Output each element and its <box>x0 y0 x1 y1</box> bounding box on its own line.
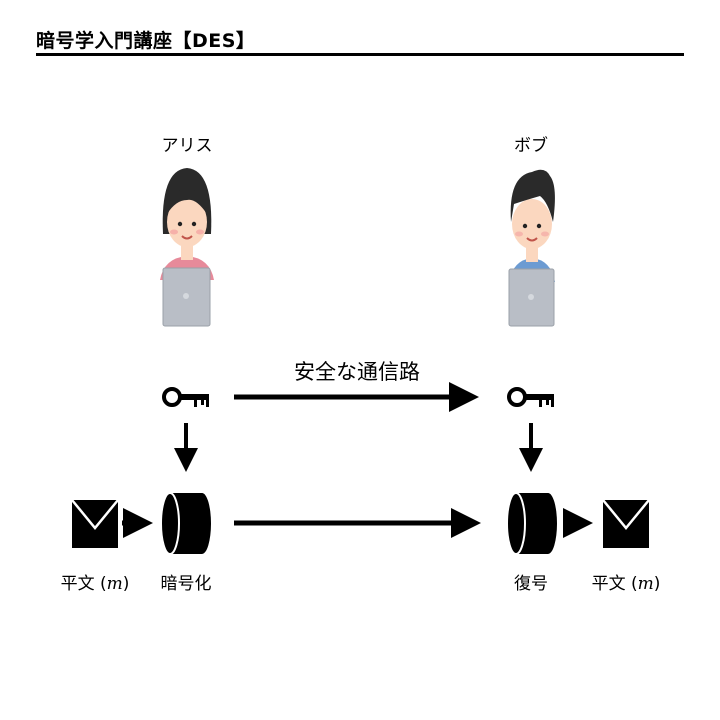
plaintext-envelope-left-icon <box>71 499 119 548</box>
alice-label: アリス <box>161 136 213 156</box>
title-underline <box>36 53 684 56</box>
encrypt-label: 暗号化 <box>160 574 212 594</box>
plaintext-symbol: m <box>106 574 123 594</box>
plaintext-prefix: 平文 <box>60 574 95 594</box>
decrypt-cipher-icon <box>506 492 557 555</box>
alice-key-icon <box>162 387 209 407</box>
bob-label: ボブ <box>514 136 548 156</box>
plaintext-label-left: 平文 (m) <box>60 574 130 594</box>
bob-laptop-icon <box>508 268 555 327</box>
alice-laptop-icon <box>162 267 211 327</box>
plaintext-symbol: m <box>637 574 654 594</box>
plaintext-label-right: 平文 (m) <box>591 574 661 594</box>
secure-channel-label: 安全な通信路 <box>294 360 420 384</box>
encrypt-cipher-icon <box>160 492 211 555</box>
plaintext-envelope-right-icon <box>602 499 650 548</box>
plaintext-prefix: 平文 <box>591 574 626 594</box>
alice-avatar <box>160 168 214 280</box>
page-title: 暗号学入門講座【DES】 <box>36 30 256 52</box>
decrypt-label: 復号 <box>514 574 548 594</box>
bob-avatar <box>509 169 555 282</box>
bob-key-icon <box>507 387 554 407</box>
